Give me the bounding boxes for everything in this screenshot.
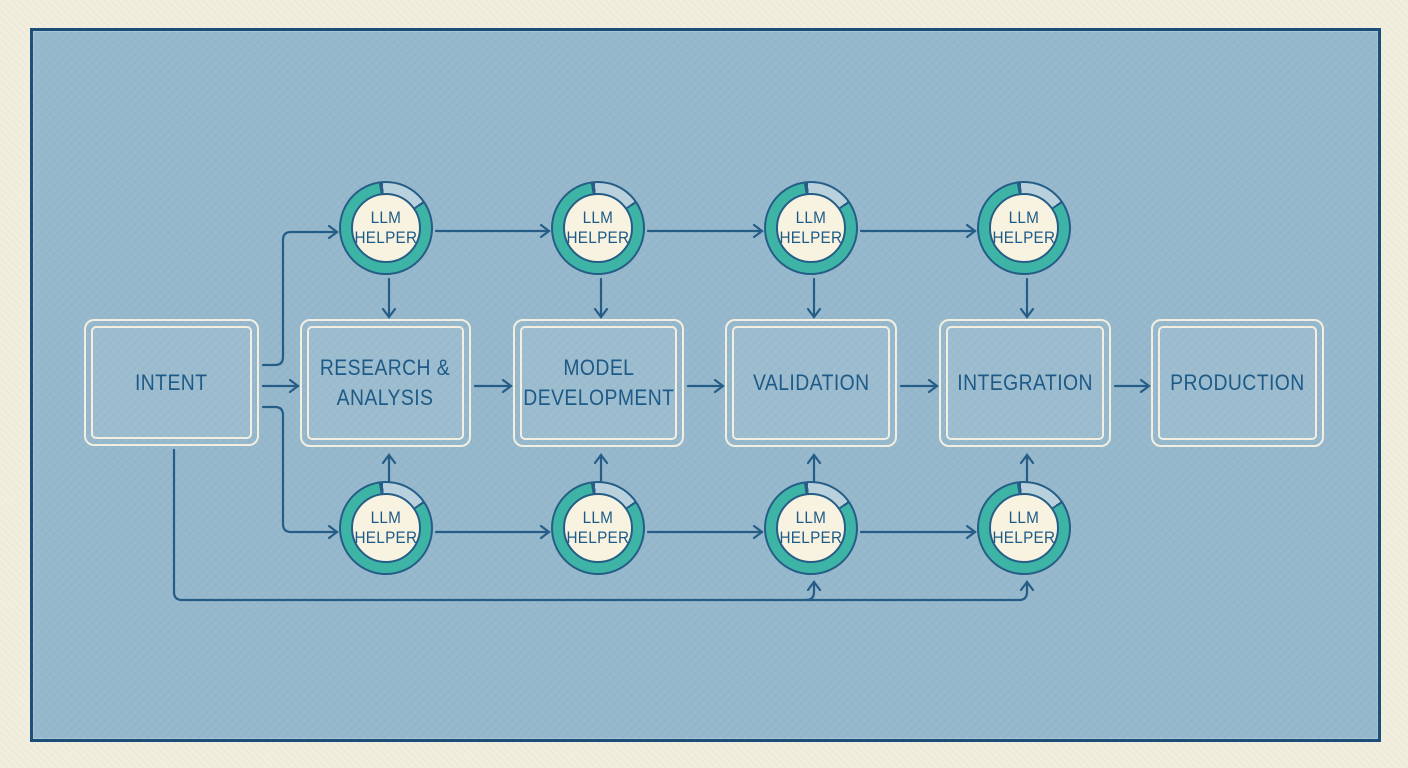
llm-helper-face: LLM HELPER xyxy=(351,493,421,563)
llm-helper-label: LLM HELPER xyxy=(566,207,630,247)
stage-box-production: PRODUCTION xyxy=(1151,319,1324,447)
stage-label-research-analysis: RESEARCH & ANALYSIS xyxy=(320,355,451,410)
stage-box-integration-inner-border: INTEGRATION xyxy=(946,326,1104,440)
llm-helper-label: LLM HELPER xyxy=(354,507,418,547)
stage-box-integration: INTEGRATION xyxy=(939,319,1111,447)
llm-helper-label: LLM HELPER xyxy=(992,507,1056,547)
llm-helper-circle-top-4: LLM HELPER xyxy=(977,181,1071,275)
stage-box-production-inner-border: PRODUCTION xyxy=(1158,326,1317,440)
stage-box-validation: VALIDATION xyxy=(725,319,897,447)
llm-helper-label: LLM HELPER xyxy=(992,207,1056,247)
llm-helper-face: LLM HELPER xyxy=(776,493,846,563)
llm-helper-face: LLM HELPER xyxy=(563,193,633,263)
llm-helper-face: LLM HELPER xyxy=(351,193,421,263)
llm-helper-face: LLM HELPER xyxy=(989,493,1059,563)
stage-box-research-analysis: RESEARCH & ANALYSIS xyxy=(300,319,471,447)
stage-label-integration: INTEGRATION xyxy=(957,370,1093,396)
llm-helper-label: LLM HELPER xyxy=(566,507,630,547)
stage-box-model-inner-border: MODEL DEVELOPMENT xyxy=(520,326,677,440)
stage-box-validation-inner-border: VALIDATION xyxy=(732,326,890,440)
stage-label-production: PRODUCTION xyxy=(1170,370,1305,396)
stage-label-model-development: MODEL DEVELOPMENT xyxy=(522,355,675,410)
llm-helper-label: LLM HELPER xyxy=(779,207,843,247)
llm-helper-circle-top-1: LLM HELPER xyxy=(339,181,433,275)
llm-helper-circle-bottom-2: LLM HELPER xyxy=(551,481,645,575)
stage-box-intent-inner-border: INTENT xyxy=(91,326,252,439)
blueprint-panel xyxy=(30,28,1381,742)
llm-helper-face: LLM HELPER xyxy=(989,193,1059,263)
stage-label-intent: INTENT xyxy=(135,369,208,395)
llm-helper-circle-bottom-1: LLM HELPER xyxy=(339,481,433,575)
stage-box-model-development: MODEL DEVELOPMENT xyxy=(513,319,684,447)
llm-helper-face: LLM HELPER xyxy=(563,493,633,563)
llm-helper-circle-top-3: LLM HELPER xyxy=(764,181,858,275)
llm-helper-label: LLM HELPER xyxy=(354,207,418,247)
llm-helper-face: LLM HELPER xyxy=(776,193,846,263)
connector-feedback-branch-bottom-helper3 xyxy=(804,580,822,602)
llm-helper-label: LLM HELPER xyxy=(779,507,843,547)
stage-box-intent: INTENT xyxy=(84,319,259,446)
llm-helper-circle-bottom-3: LLM HELPER xyxy=(764,481,858,575)
llm-helper-circle-bottom-4: LLM HELPER xyxy=(977,481,1071,575)
stage-box-research-inner-border: RESEARCH & ANALYSIS xyxy=(307,326,464,440)
llm-helper-circle-top-2: LLM HELPER xyxy=(551,181,645,275)
stage-label-validation: VALIDATION xyxy=(752,370,870,396)
